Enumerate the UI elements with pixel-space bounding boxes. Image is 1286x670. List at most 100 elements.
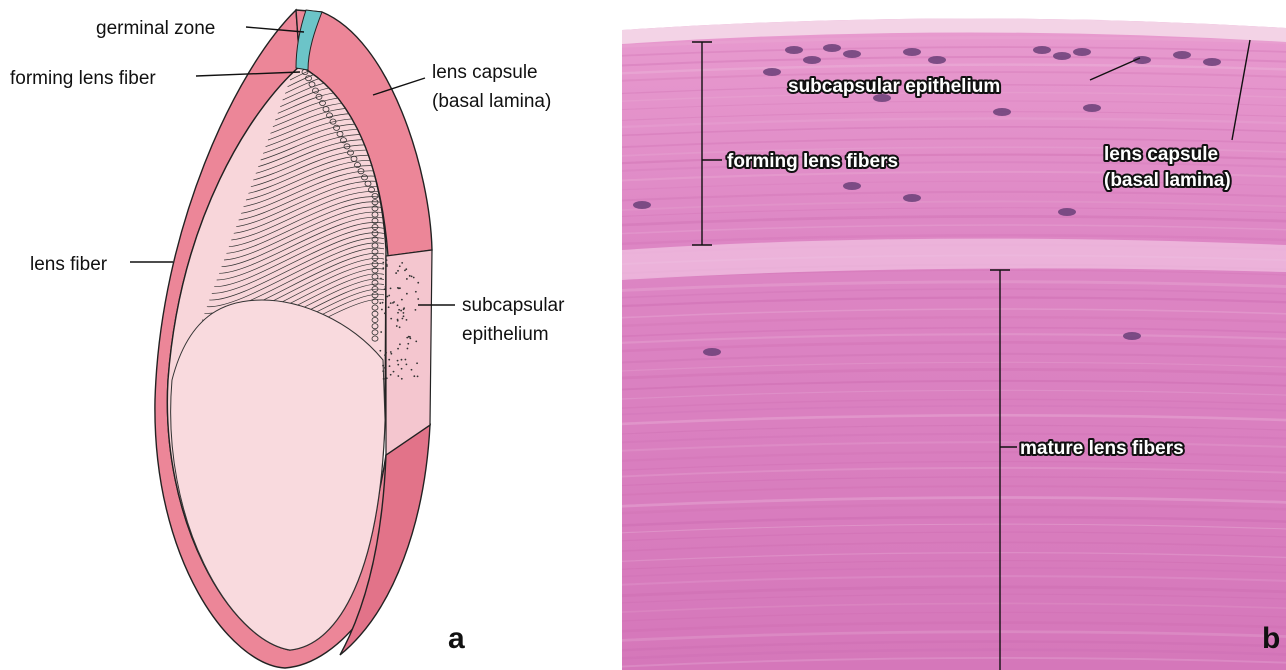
stipple-dot <box>417 298 419 300</box>
stipple-dot <box>398 287 400 289</box>
stipple-dot <box>407 343 409 345</box>
stipple-dot <box>396 325 398 327</box>
stipple-dot <box>397 304 399 306</box>
stipple-dot <box>382 262 384 264</box>
stipple-dot <box>393 371 395 373</box>
nucleus <box>823 44 841 52</box>
stipple-dot <box>402 318 404 320</box>
stipple-dot <box>380 331 382 333</box>
stipple-dot <box>382 370 384 372</box>
label-subcapsular-line2: epithelium <box>462 324 549 345</box>
label-lens-fiber: lens fiber <box>30 254 108 275</box>
stipple-dot <box>387 296 389 298</box>
stipple-dot <box>401 262 403 264</box>
stipple-dot <box>406 293 408 295</box>
stipple-dot <box>385 286 387 288</box>
nucleus <box>763 68 781 76</box>
nucleus <box>843 50 861 58</box>
nucleus <box>903 48 921 56</box>
nucleus <box>1033 46 1051 54</box>
label-forming-lens-fiber: forming lens fiber <box>10 68 156 89</box>
label-lens-capsule-b-line2: (basal lamina) <box>1104 170 1231 191</box>
stipple-dot <box>389 365 391 367</box>
stipple-dot <box>399 265 401 267</box>
nucleus <box>1123 332 1141 340</box>
stipple-dot <box>397 375 399 377</box>
stipple-dot <box>382 365 384 367</box>
stipple-dot <box>386 377 388 379</box>
nucleus <box>633 201 651 209</box>
stipple-dot <box>382 267 384 269</box>
nucleus <box>993 108 1011 116</box>
stipple-dot <box>397 270 399 272</box>
stipple-dot <box>411 275 413 277</box>
stipple-dot <box>379 350 381 352</box>
micrograph-svg: subcapsular epithelium lens capsule (bas… <box>622 0 1286 670</box>
stipple-dot <box>406 319 408 321</box>
stipple-dot <box>403 312 405 314</box>
panel-b-micrograph: subcapsular epithelium lens capsule (bas… <box>622 0 1286 670</box>
label-lens-capsule-b-line1: lens capsule <box>1104 144 1218 165</box>
nucleus <box>1053 52 1071 60</box>
nucleus <box>928 56 946 64</box>
nucleus <box>785 46 803 54</box>
stipple-dot <box>403 307 405 309</box>
stipple-dot <box>415 291 417 293</box>
stipple-dot <box>409 275 411 277</box>
stipple-dot <box>379 302 381 304</box>
stipple-dot <box>386 265 388 267</box>
stipple-dot <box>388 359 390 361</box>
stipple-dot <box>401 378 403 380</box>
stipple-dot <box>397 348 399 350</box>
stipple-dot <box>408 336 410 338</box>
stipple-dot <box>417 375 419 377</box>
stipple-dot <box>390 288 392 290</box>
nucleus <box>1083 104 1101 112</box>
nucleus <box>903 194 921 202</box>
stipple-dot <box>385 352 387 354</box>
label-forming-lens-fibers: forming lens fibers <box>727 151 898 172</box>
label-subcapsular-epithelium: subcapsular epithelium <box>788 76 1000 97</box>
stipple-dot <box>403 315 405 317</box>
nucleus <box>703 348 721 356</box>
label-lens-capsule-line1: lens capsule <box>432 62 538 83</box>
stipple-dot <box>401 368 403 370</box>
stipple-dot <box>401 359 403 361</box>
stipple-dot <box>388 306 390 308</box>
stipple-dot <box>384 288 386 290</box>
nucleus <box>1203 58 1221 66</box>
stipple-dot <box>395 272 397 274</box>
stipple-dot <box>398 309 400 311</box>
label-subcapsular-line1: subcapsular <box>462 295 565 316</box>
stipple-dot <box>411 369 413 371</box>
nucleus <box>803 56 821 64</box>
stipple-dot <box>405 359 407 361</box>
stipple-dot <box>384 367 386 369</box>
stipple-dot <box>413 277 415 279</box>
nucleus <box>843 182 861 190</box>
stipple-dot <box>383 378 385 380</box>
stipple-dot <box>397 364 399 366</box>
stipple-dot <box>406 278 408 280</box>
stipple-dot <box>392 302 394 304</box>
stipple-dot <box>397 312 399 314</box>
stipple-dot <box>380 278 382 280</box>
stipple-dot <box>382 302 384 304</box>
stipple-dot <box>399 326 401 328</box>
panel-letter-b: b <box>1262 622 1280 655</box>
panel-a-diagram: germinal zone forming lens fiber lens ca… <box>0 0 620 670</box>
stipple-dot <box>388 295 390 297</box>
stipple-dot <box>415 340 417 342</box>
label-mature-lens-fibers: mature lens fibers <box>1020 438 1184 459</box>
nucleus <box>1073 48 1091 56</box>
panel-letter-a: a <box>448 622 465 655</box>
stipple-dot <box>416 362 418 364</box>
stipple-dot <box>415 309 417 311</box>
stipple-dot <box>390 318 392 320</box>
stipple-dot <box>390 302 392 304</box>
stipple-dot <box>407 348 409 350</box>
stipple-dot <box>386 264 388 266</box>
stipple-dot <box>381 309 383 311</box>
stipple-dot <box>390 353 392 355</box>
stipple-dot <box>397 360 399 362</box>
